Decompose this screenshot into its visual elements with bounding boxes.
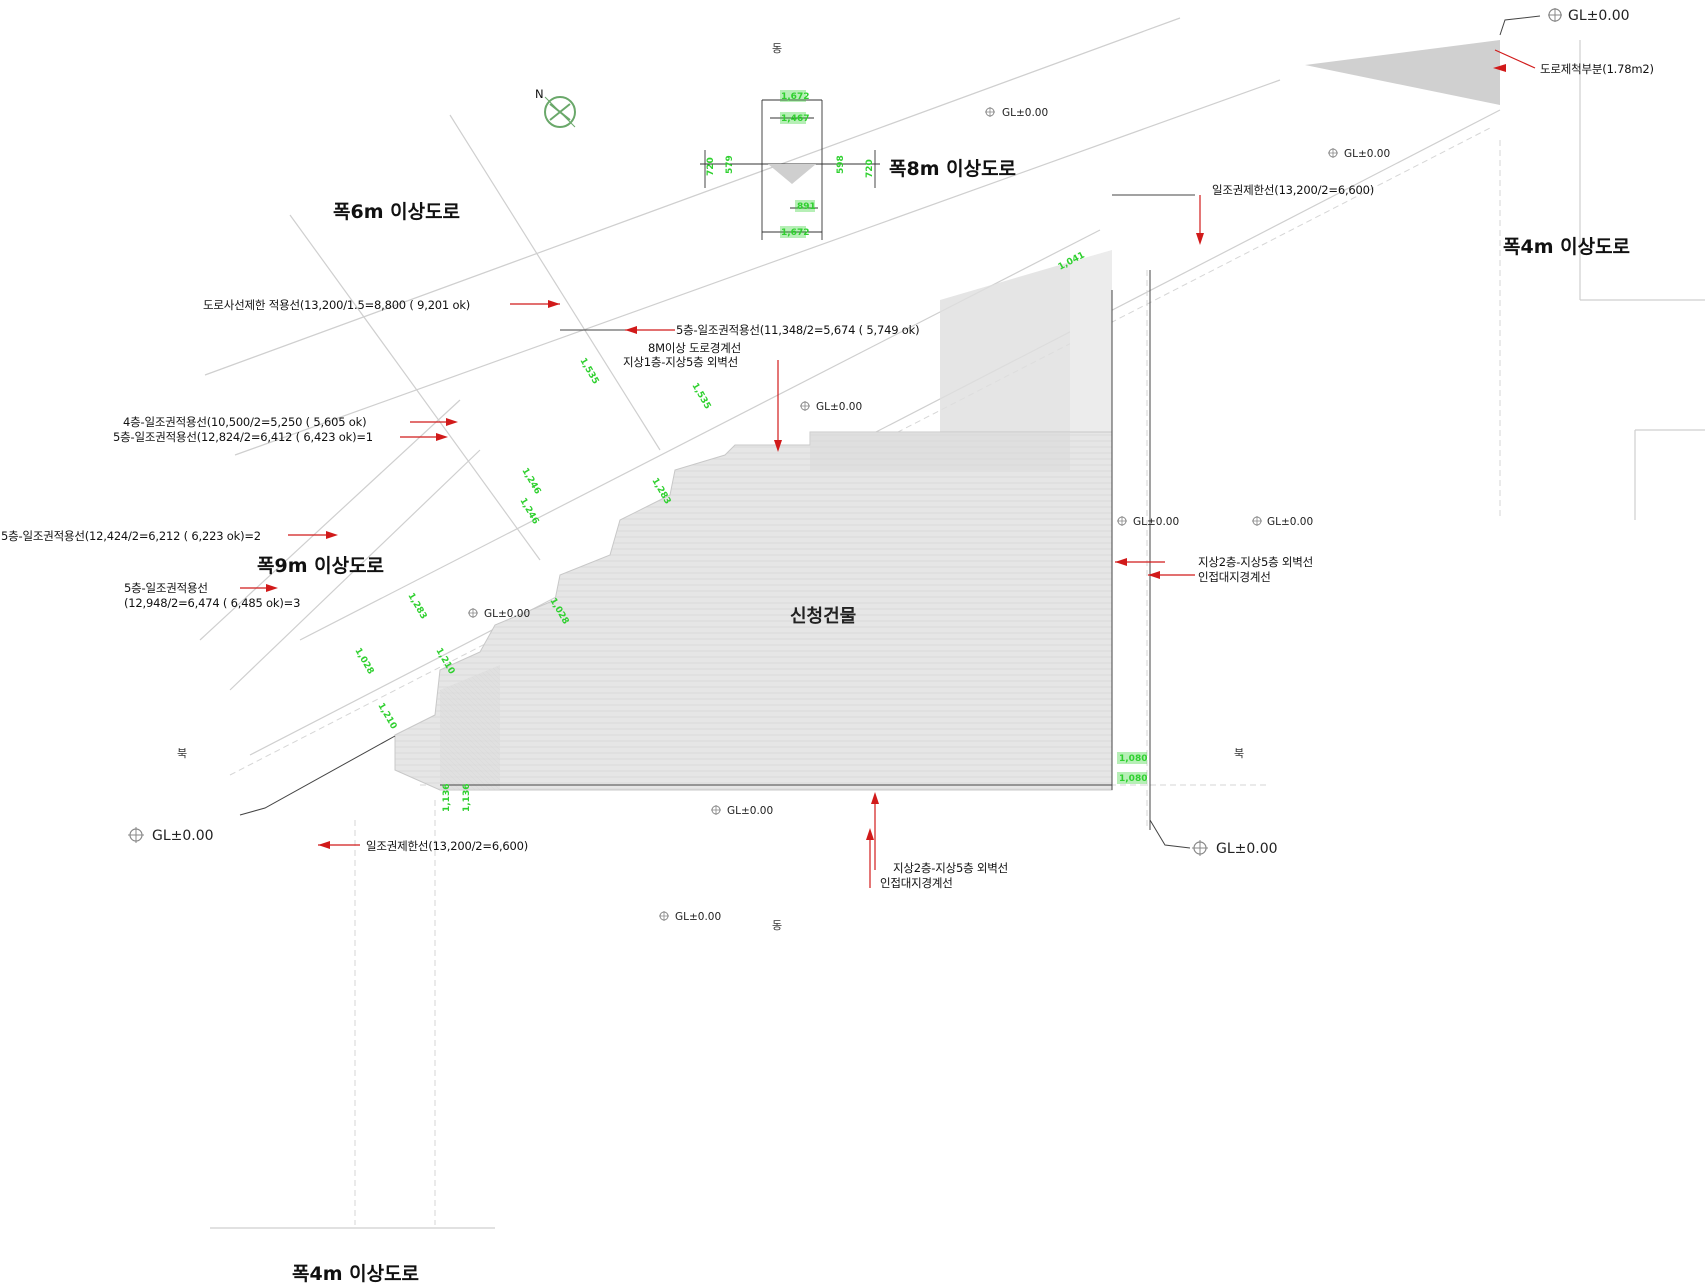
gl-bottom-right: GL±0.00 <box>1216 841 1278 857</box>
dim-detail-right-b: 720 <box>865 159 875 178</box>
label-road-slant-limit: 도로사선제한 적용선(13,200/1.5=8,800 ( 9,201 ok) <box>203 298 470 312</box>
road-label-right-4m: 폭4m 이상도로 <box>1503 236 1630 258</box>
label-road-boundary-8m: 8M이상 도로경계선 <box>648 341 741 355</box>
road-label-top-8m: 폭8m 이상도로 <box>889 158 1016 180</box>
label-outer-wall-1-5: 지상1층-지상5층 외벽선 <box>623 355 738 369</box>
label-sunlight-limit-bottom: 일조권제한선(13,200/2=6,600) <box>366 839 528 853</box>
dim-slope-j: 1,210 <box>375 702 398 732</box>
road-deduction-detail: 1,672 1,467 891 1,672 720 579 598 720 <box>700 90 880 240</box>
gl-mid-center: GL±0.00 <box>816 401 862 413</box>
label-outer-wall-2-5-bottom: 지상2층-지상5층 외벽선 <box>893 861 1008 875</box>
gl-bottom-center: GL±0.00 <box>727 805 773 817</box>
dim-detail-left-a: 720 <box>706 157 716 176</box>
label-adjacent-boundary-bottom: 인접대지경계선 <box>880 876 953 890</box>
sunlight-zone <box>940 40 1500 480</box>
dim-detail-small: 891 <box>797 202 816 212</box>
gl-bottom-low: GL±0.00 <box>675 911 721 923</box>
side-mark-top: 동 <box>772 42 782 55</box>
north-arrow: N <box>535 87 576 128</box>
road-label-left-6m: 폭6m 이상도로 <box>333 201 460 223</box>
label-adjacent-boundary-right: 인접대지경계선 <box>1198 570 1271 584</box>
side-mark-left: 북 <box>177 747 187 760</box>
label-outer-wall-2-5-right: 지상2층-지상5층 외벽선 <box>1198 555 1313 569</box>
gl-markers <box>128 8 1562 921</box>
gl-upper-mid: GL±0.00 <box>1002 107 1048 119</box>
dim-right-a: 1,080 <box>1119 754 1147 764</box>
label-floor5-line-3b: (12,948/2=6,474 ( 6,485 ok)=3 <box>124 596 300 610</box>
gl-top-right: GL±0.00 <box>1568 8 1630 24</box>
gl-upper-right: GL±0.00 <box>1344 148 1390 160</box>
dim-right-b: 1,080 <box>1119 774 1147 784</box>
annotations: 도로제척부분(1.78m2) 일조권제한선(13,200/2=6,600) 도로… <box>1 62 1654 890</box>
label-floor5-line-a: 5층-일조권적용선(11,348/2=5,674 ( 5,749 ok) <box>676 323 919 337</box>
road-label-bottom-4m: 폭4m 이상도로 <box>292 1263 419 1283</box>
label-floor5-line-3a: 5층-일조권적용선 <box>124 581 208 595</box>
side-marks: 동 동 북 북 <box>177 42 1244 932</box>
dim-slope-h: 1,028 <box>352 647 375 677</box>
building-label: 신청건물 <box>790 606 856 627</box>
dim-slope-a: 1,535 <box>577 357 600 387</box>
label-road-deduction: 도로제척부분(1.78m2) <box>1540 62 1654 76</box>
red-arrows <box>240 49 1536 888</box>
dim-slope-b: 1,535 <box>689 382 712 412</box>
road-label-left-9m: 폭9m 이상도로 <box>257 555 384 577</box>
side-mark-bottom: 동 <box>772 919 782 932</box>
dim-detail-bottom: 1,672 <box>781 228 809 238</box>
applied-building <box>394 431 1113 791</box>
gl-labels: GL±0.00 GL±0.00 GL±0.00 GL±0.00 GL±0.00 … <box>152 8 1630 923</box>
dim-slope-d: 1,246 <box>517 497 540 527</box>
gl-right-b: GL±0.00 <box>1267 516 1313 528</box>
dim-detail-left-b: 579 <box>725 155 735 174</box>
road-labels: 폭8m 이상도로 폭6m 이상도로 폭4m 이상도로 폭9m 이상도로 폭4m … <box>257 158 1630 1283</box>
label-floor4-line: 4층-일조권적용선(10,500/2=5,250 ( 5,605 ok) <box>123 415 366 429</box>
limit-lines <box>239 15 1541 849</box>
label-sunlight-limit-top: 일조권제한선(13,200/2=6,600) <box>1212 183 1374 197</box>
dim-bottom-b: 1,136 <box>462 784 472 812</box>
label-floor5-line-2: 5층-일조권적용선(12,424/2=6,212 ( 6,223 ok)=2 <box>1 529 261 543</box>
north-letter: N <box>535 87 543 101</box>
dim-slope-c: 1,246 <box>519 467 542 497</box>
dim-detail-right-a: 598 <box>836 155 846 174</box>
gl-left-mid: GL±0.00 <box>484 608 530 620</box>
dim-slope-f: 1,283 <box>405 592 428 622</box>
dim-detail-top: 1,672 <box>781 92 809 102</box>
dim-bottom-a: 1,136 <box>442 784 452 812</box>
label-floor5-line-1: 5층-일조권적용선(12,824/2=6,412 ( 6,423 ok)=1 <box>113 430 373 444</box>
gl-right-a: GL±0.00 <box>1133 516 1179 528</box>
gl-left-bottom: GL±0.00 <box>152 828 214 844</box>
side-mark-right: 북 <box>1234 747 1244 760</box>
road-lines <box>199 17 1705 1229</box>
dim-detail-mid: 1,467 <box>781 114 809 124</box>
